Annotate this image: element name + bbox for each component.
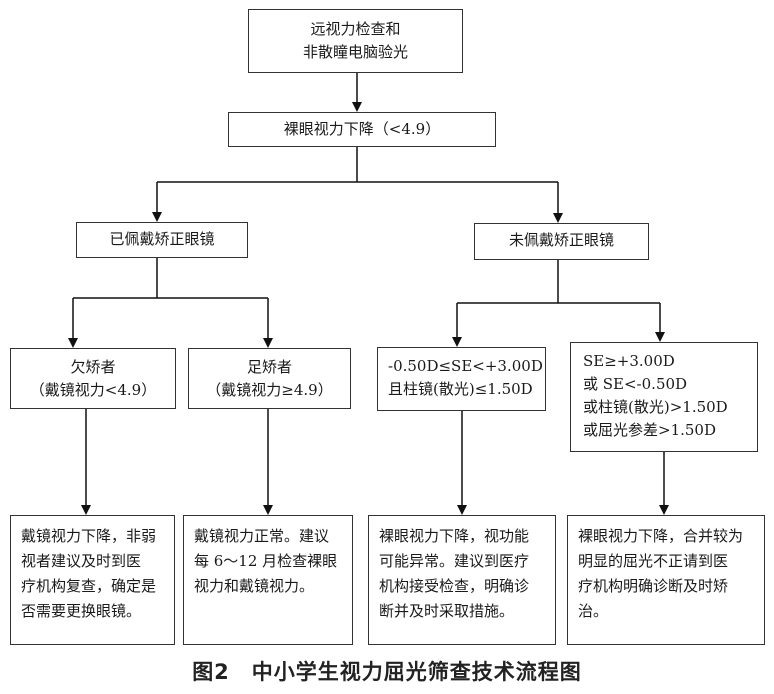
advice-adequate-line-1: 戴镜视力正常。建议 — [194, 527, 330, 545]
under-corrected-line-1: 欠矫者 — [70, 358, 116, 376]
wearing-glasses-node: 已佩戴矫正眼镜 — [76, 222, 248, 258]
advice-adequate-line-2: 每 6～12 月检查裸眼 — [194, 552, 338, 570]
high-refraction-line-1: SE≥+3.00D — [583, 352, 675, 370]
advice-under-line-4: 否需要更换眼镜。 — [21, 602, 142, 620]
advice-high-line-4: 治。 — [578, 602, 609, 620]
not-wearing-glasses-text: 未佩戴矫正眼镜 — [508, 231, 614, 249]
advice-low-line-2: 可能异常。建议到医疗 — [379, 552, 530, 570]
advice-high-refraction: 裸眼视力下降，合并较为 明显的屈光不正请到医 疗机构明确诊断及时矫 治。 — [567, 515, 765, 645]
figure-caption: 图2 中小学生视力屈光筛查技术流程图 — [192, 660, 582, 684]
top-node: 远视力检查和 非散瞳电脑验光 — [248, 9, 463, 73]
advice-high-line-2: 明显的屈光不正请到医 — [578, 552, 729, 570]
advice-under-line-1: 戴镜视力下降，非弱 — [21, 527, 157, 545]
high-refraction-line-3: 或柱镜(散光)>1.50D — [583, 398, 728, 416]
adequately-corrected-line-2: （戴镜视力≥4.9） — [206, 381, 333, 399]
not-wearing-glasses-node: 未佩戴矫正眼镜 — [474, 223, 649, 260]
uncorrected-vision-node: 裸眼视力下降（<4.9） — [228, 112, 496, 147]
advice-under-line-3: 疗机构复查，确定是 — [21, 577, 157, 595]
wearing-glasses-text: 已佩戴矫正眼镜 — [109, 230, 215, 248]
uncorrected-vision-text: 裸眼视力下降（<4.9） — [283, 120, 441, 138]
top-node-line-1: 远视力检查和 — [310, 20, 401, 38]
top-node-line-2: 非散瞳电脑验光 — [302, 43, 408, 61]
low-refraction-line-2: 且柱镜(散光)≤1.50D — [388, 380, 533, 398]
advice-low-refraction: 裸眼视力下降，视功能 可能异常。建议到医疗 机构接受检查，明确诊 断并及时采取措… — [368, 515, 556, 645]
high-refraction-line-4: 或屈光参差>1.50D — [583, 421, 716, 439]
adequately-corrected-node: 足矫者 （戴镜视力≥4.9） — [188, 348, 351, 409]
low-refraction-node: -0.50D≤SE<+3.00D 且柱镜(散光)≤1.50D — [377, 347, 546, 411]
adequately-corrected-line-1: 足矫者 — [246, 358, 292, 376]
high-refraction-line-2: 或 SE<-0.50D — [583, 375, 688, 393]
advice-low-line-1: 裸眼视力下降，视功能 — [379, 527, 530, 545]
low-refraction-line-1: -0.50D≤SE<+3.00D — [388, 357, 543, 375]
advice-low-line-3: 机构接受检查，明确诊 — [379, 577, 530, 595]
advice-adequately-corrected: 戴镜视力正常。建议 每 6～12 月检查裸眼 视力和戴镜视力。 — [183, 515, 353, 645]
advice-high-line-3: 疗机构明确诊断及时矫 — [578, 577, 729, 595]
advice-under-line-2: 视者建议及时到医 — [21, 552, 142, 570]
advice-low-line-4: 断并及时采取措施。 — [379, 602, 515, 620]
high-refraction-node: SE≥+3.00D 或 SE<-0.50D 或柱镜(散光)>1.50D 或屈光参… — [570, 342, 758, 452]
advice-high-line-1: 裸眼视力下降，合并较为 — [578, 527, 744, 545]
under-corrected-node: 欠矫者 （戴镜视力<4.9） — [10, 348, 176, 409]
advice-under-corrected: 戴镜视力下降，非弱 视者建议及时到医 疗机构复查，确定是 否需要更换眼镜。 — [10, 515, 175, 645]
advice-adequate-line-3: 视力和戴镜视力。 — [194, 577, 315, 595]
under-corrected-line-2: （戴镜视力<4.9） — [29, 381, 157, 399]
